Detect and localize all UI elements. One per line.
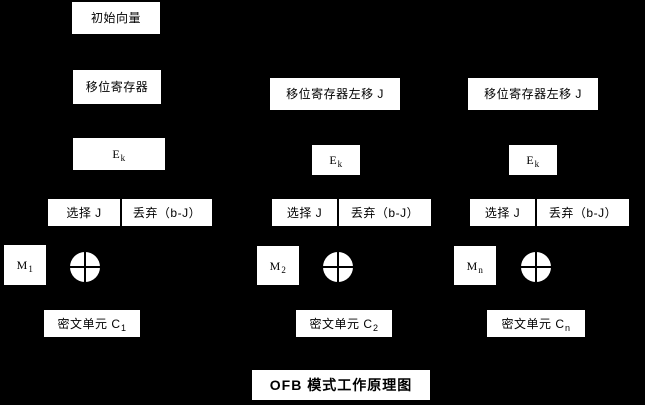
encrypt-label-3: Ek [526,153,540,169]
ciphertext-box-3: 密文单元 Cn [487,310,585,337]
initial-vector-box: 初始向量 [72,2,160,34]
plaintext-box-3: Mn [454,246,496,285]
plaintext-label-3: Mn [466,258,484,275]
select-box-1: 选择 J [48,199,120,226]
select-label-3: 选择 J [484,205,521,220]
ciphertext-box-2: 密文单元 C2 [296,310,392,337]
diagram-title-box: OFB 模式工作原理图 [252,370,430,400]
xor-circle-icon-1 [70,252,100,282]
shift-register-box-3: 移位寄存器左移 J [468,78,598,110]
xor-circle-icon-3 [521,252,551,282]
ciphertext-label-1: 密文单元 C1 [57,316,127,333]
shift-register-box-2: 移位寄存器左移 J [270,78,400,110]
discard-box-3: 丢弃（b-J） [537,199,629,226]
discard-label-2: 丢弃（b-J） [350,205,420,220]
discard-label-1: 丢弃（b-J） [132,205,202,220]
encrypt-box-2: Ek [312,145,360,175]
encrypt-label-1: Ek [112,147,126,163]
discard-label-3: 丢弃（b-J） [548,205,618,220]
ciphertext-box-1: 密文单元 C1 [44,310,140,337]
initial-vector-label: 初始向量 [90,11,141,25]
plaintext-box-2: M2 [257,246,299,285]
encrypt-label-2: Ek [329,153,343,169]
discard-box-2: 丢弃（b-J） [339,199,431,226]
plaintext-label-2: M2 [269,258,287,275]
xor-circle-icon-2 [323,252,353,282]
page-title: OFB 模式工作原理图 [269,377,413,393]
encrypt-box-3: Ek [509,145,557,175]
plaintext-box-1: M1 [4,245,46,285]
select-box-3: 选择 J [470,199,535,226]
ciphertext-label-3: 密文单元 Cn [501,316,571,333]
shift-register-box-1: 移位寄存器 [73,70,161,104]
shift-register-label-1: 移位寄存器 [85,80,149,94]
shift-register-label-2: 移位寄存器左移 J [286,87,384,101]
discard-box-1: 丢弃（b-J） [122,199,212,226]
select-label-1: 选择 J [66,205,102,220]
select-label-2: 选择 J [286,205,323,220]
select-box-2: 选择 J [272,199,337,226]
shift-register-label-3: 移位寄存器左移 J [484,87,582,101]
encrypt-box-1: Ek [73,138,165,170]
plaintext-label-1: M1 [16,258,34,274]
ciphertext-label-2: 密文单元 C2 [309,316,379,333]
